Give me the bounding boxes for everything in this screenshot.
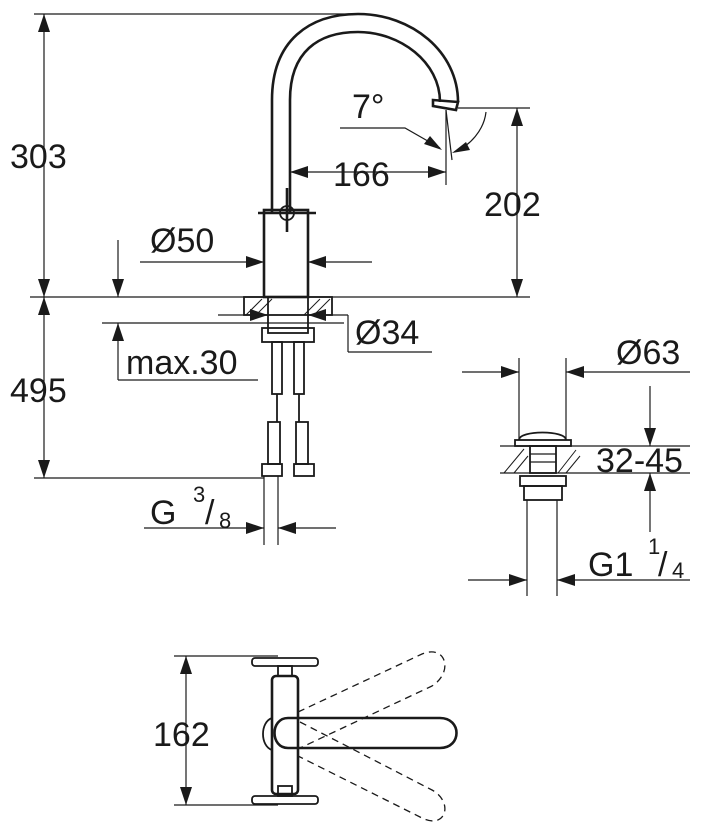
deck-marker	[112, 240, 124, 297]
hose-left-top	[271, 341, 283, 395]
dim-162-label: 162	[153, 716, 210, 754]
hose-right-bottom	[295, 421, 309, 465]
waste-cap	[518, 431, 567, 441]
plan-handle-top-stem	[277, 665, 293, 677]
dim-g1-14: G1 1 / 4	[468, 534, 690, 586]
dim-32-45-label: 32-45	[596, 442, 683, 480]
dim-max30-label: max.30	[126, 344, 238, 382]
plan-spout-swivel-down	[297, 721, 446, 822]
dim-angle-label: 7°	[352, 88, 385, 126]
plan-spout	[273, 716, 458, 750]
dim-d50: Ø50	[140, 222, 372, 270]
dim-g38-prefix: G	[150, 494, 176, 532]
dim-g1-14-denominator: 4	[672, 558, 684, 583]
dim-max30: max.30	[102, 322, 344, 382]
basin-hatching	[503, 448, 581, 474]
waste-thread	[523, 485, 563, 501]
dim-202-label: 202	[484, 186, 541, 224]
spout-inner	[288, 30, 442, 212]
waste-body	[529, 445, 557, 474]
cross-handle-hub	[279, 205, 295, 221]
dim-495-label: 495	[10, 372, 67, 410]
plan-view	[251, 651, 458, 822]
plan-spout-swivel-up	[297, 651, 446, 749]
plan-handle-top	[251, 657, 319, 667]
dim-angle: 7°	[340, 88, 487, 161]
dim-d34: Ø34	[218, 309, 432, 353]
dim-g38-numerator: 3	[193, 482, 205, 507]
dim-g38: G 3 / 8	[144, 482, 336, 534]
plan-base	[262, 717, 273, 751]
dim-d63: Ø63	[462, 334, 690, 378]
spout-outlet	[431, 98, 460, 112]
dim-166: 166	[289, 110, 447, 194]
dim-g1-14-numerator: 1	[648, 534, 660, 559]
dim-495: 495	[10, 297, 264, 479]
hose-left-bottom	[267, 421, 281, 465]
dim-d34-label: Ø34	[355, 314, 419, 352]
faucet-side-view	[30, 12, 530, 545]
waste-nut	[519, 475, 567, 487]
hose-right-top	[293, 341, 305, 395]
fixing-nut	[261, 327, 315, 343]
dim-d50-label: Ø50	[150, 222, 214, 260]
dim-g1-14-slash: /	[658, 546, 668, 584]
dim-g38-denominator: 8	[219, 508, 231, 533]
dim-32-45: 32-45	[580, 386, 690, 532]
hose-left-nut	[261, 463, 283, 477]
dim-162: 162	[153, 655, 278, 806]
dim-d63-label: Ø63	[616, 334, 680, 372]
dim-303: 303	[10, 13, 358, 297]
dim-g1-14-prefix: G1	[588, 546, 633, 584]
dim-166-label: 166	[333, 156, 390, 194]
dim-303-label: 303	[10, 138, 67, 176]
hose-right-nut	[293, 463, 315, 477]
dim-202: 202	[458, 107, 541, 297]
plan-handle-bottom-stem	[277, 785, 293, 797]
plan-handle-bottom	[251, 795, 319, 805]
dim-g38-slash: /	[205, 494, 215, 532]
waste-valve	[500, 358, 581, 596]
